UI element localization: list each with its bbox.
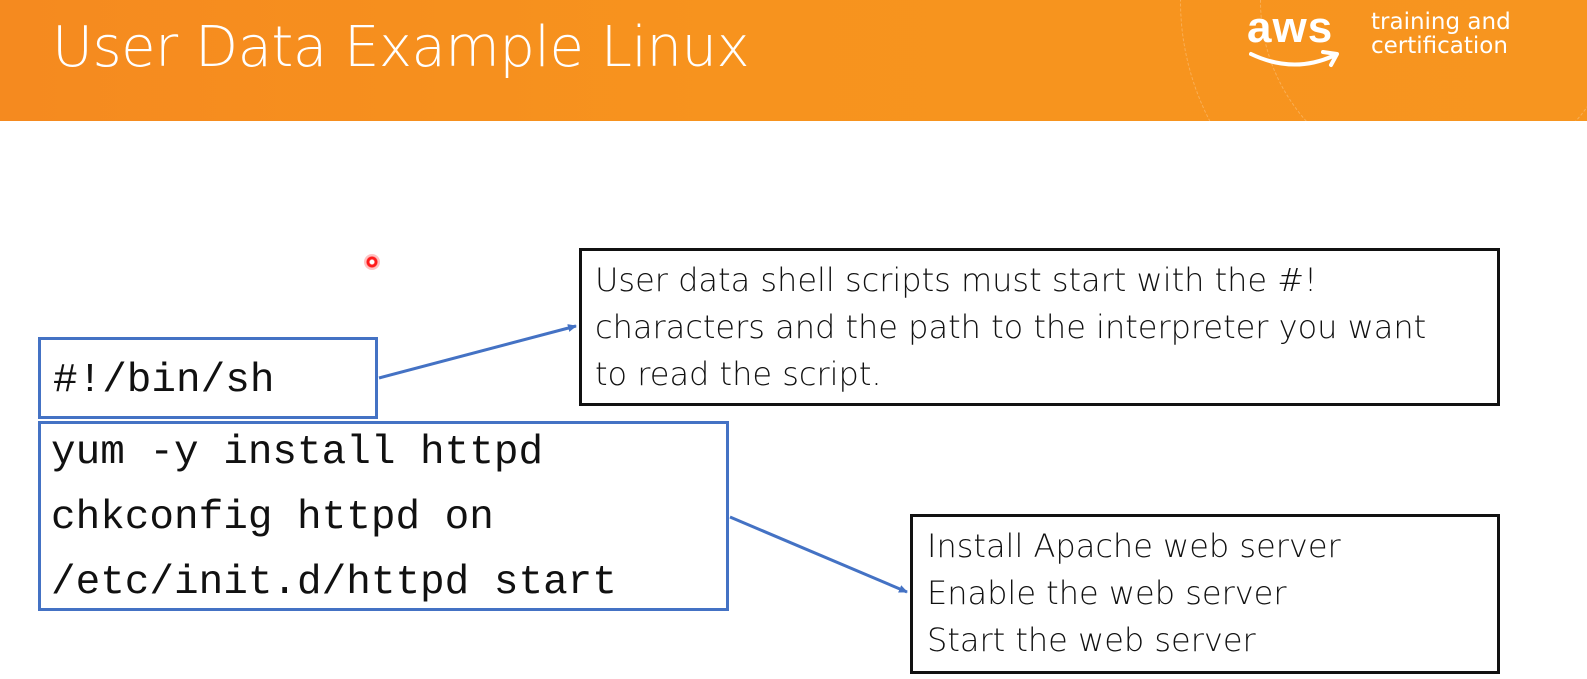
commands-callout: Install Apache web server Enable the web… [910,514,1500,674]
shebang-code-box: #!/bin/sh [38,337,378,419]
slide-title: User Data Example Linux [52,15,750,80]
shebang-callout: User data shell scripts must start with … [579,248,1500,406]
callout-text-line: to read the script. [595,355,882,393]
header-banner: User Data Example Linux aws training and… [0,0,1587,121]
callout-text-line: Start the web server [927,621,1256,659]
callout-text-line: Install Apache web server [927,527,1341,565]
aws-wordmark: aws [1247,3,1334,52]
callout-text-line: User data shell scripts must start with … [595,261,1317,299]
pointer-dot-icon [364,254,380,270]
aws-tagline: training and certification [1371,9,1511,59]
command-line: chkconfig httpd on [51,495,494,541]
aws-logo: aws training and certification [1247,6,1537,76]
command-line: /etc/init.d/httpd start [51,560,617,606]
shebang-arrow [378,324,577,380]
commands-arrow [729,515,908,594]
commands-code-box: yum -y install httpd chkconfig httpd on … [38,421,729,611]
shebang-line: #!/bin/sh [53,358,275,404]
aws-smile-icon [1249,50,1339,67]
callout-text-line: characters and the path to the interpret… [595,308,1427,346]
callout-text-line: Enable the web server [927,574,1287,612]
command-line: yum -y install httpd [51,430,544,476]
